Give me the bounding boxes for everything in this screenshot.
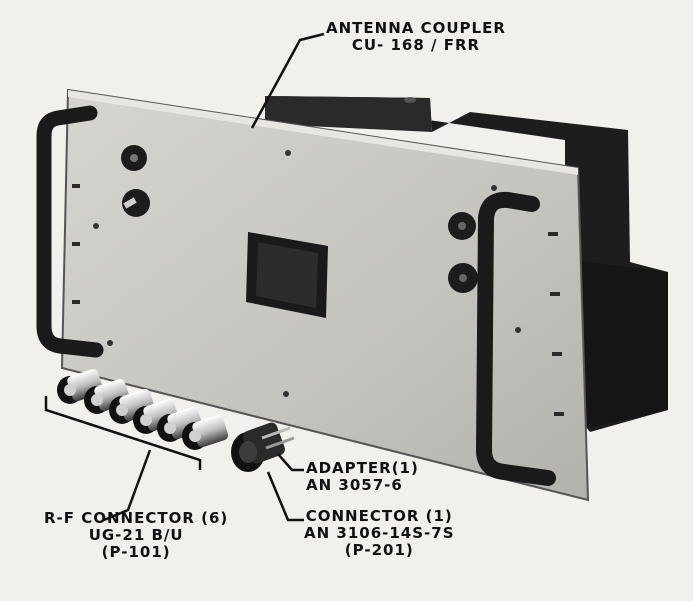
title-label: ANTENNA COUPLER CU- 168 / FRR [326,20,506,54]
rf-connector-line-2: UG-21 B/U [88,526,184,544]
rf-connector-label: R-F CONNECTOR (6) UG-21 B/U (P-101) [44,510,228,561]
handle-icon [36,105,104,358]
connector-line-1: CONNECTOR (1) [305,507,453,525]
title-line-1: ANTENNA COUPLER [326,19,506,37]
rf-connector-line-3: (P-101) [101,543,171,561]
adapter-label: ADAPTER(1) AN 3057-6 [306,460,419,494]
connector-label: CONNECTOR (1) AN 3106-14S-7S (P-201) [304,508,455,559]
meter-window-icon [246,232,328,318]
connector-line-3: (P-201) [344,541,414,559]
rf-connector-line-1: R-F CONNECTOR (6) [44,509,229,527]
rf-connectors [57,369,229,450]
rf-plug-icon [182,415,229,450]
connector-line-2: AN 3106-14S-7S [304,524,455,542]
right-controls [448,212,478,293]
adapter-line-2: AN 3057-6 [306,476,403,494]
adapter-line-1: ADAPTER(1) [306,459,419,477]
handle-icon [475,191,556,486]
left-controls [121,145,150,217]
circular-connector-icon [231,422,295,472]
title-line-2: CU- 168 / FRR [351,36,481,54]
rf-connector-bracket [44,396,202,470]
leader-lines [103,32,325,522]
